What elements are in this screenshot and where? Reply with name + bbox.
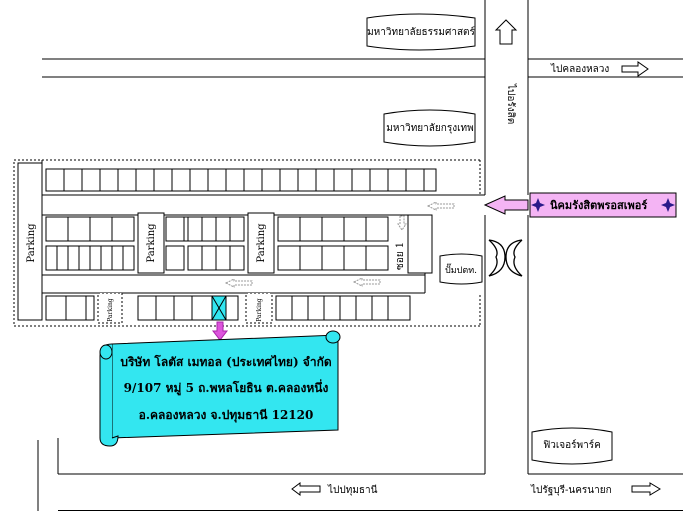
building-block-2 <box>165 216 245 271</box>
star-icon-left <box>531 198 545 212</box>
building-block-1 <box>45 216 135 271</box>
building-block-3 <box>277 216 389 271</box>
company-address-line-3: อ.คลองหลวง จ.ปทุมธานี 12120 <box>139 408 314 423</box>
company-pointer-icon <box>211 321 229 341</box>
building-row-bottom <box>45 295 411 321</box>
building-row-top <box>45 168 437 192</box>
to-rangsit-nakhon-label: ไปรัฐบุรี-นครนายก <box>530 484 612 496</box>
lane-arrows <box>224 201 455 288</box>
future-park-label: ฟิวเจอร์พาร์ค <box>543 439 601 451</box>
to-rangsit-label: ไปอรังสิต <box>505 83 517 124</box>
soi-1-label: ซอย 1 <box>395 242 406 270</box>
roundabout-icon <box>488 239 523 277</box>
nikhom-arrow-icon <box>483 195 529 215</box>
parking-label-block-4: Parking <box>107 298 114 322</box>
company-unit-mark-2 <box>211 295 227 321</box>
parking-label-block-3: Parking <box>256 223 267 263</box>
banner-bangkok <box>383 109 476 147</box>
arrow-right-icon-top <box>621 61 649 77</box>
future-park-banner <box>531 427 613 465</box>
gas-station-banner <box>439 253 483 285</box>
parking-block-3 <box>247 212 275 274</box>
parking-label-left: Parking <box>26 223 37 263</box>
gas-station-label: ปั๊มปตท. <box>445 263 477 276</box>
parking-left-strip <box>17 162 43 321</box>
star-icon-right <box>661 198 675 212</box>
uni-bangkok-label: มหาวิทยาลัยกรุงเทพ <box>386 123 473 134</box>
nikhom-box <box>529 192 677 218</box>
parking-label-block-2: Parking <box>146 223 157 263</box>
company-name-line: บริษัท โลตัส เมทอล (ประเทศไทย) จำกัด <box>120 354 331 369</box>
arrow-left-icon-bottom <box>291 482 321 496</box>
arrow-up-icon <box>494 19 518 45</box>
soi-1-block <box>407 214 433 274</box>
parking-block-2 <box>137 212 165 274</box>
roads <box>37 0 683 511</box>
company-scroll <box>99 330 341 447</box>
parking-label-block-5: Parking <box>256 298 263 322</box>
parking-block-4 <box>97 292 123 324</box>
property-boundary <box>13 159 481 327</box>
to-khlong-luang-label: ไปคลองหลวง <box>550 63 609 75</box>
parking-block-5 <box>245 292 273 324</box>
arrow-right-icon-bottom <box>631 482 661 496</box>
banner-thammasat <box>366 13 476 51</box>
company-address-line-2: 9/107 หมู่ 5 ถ.พหลโยธิน ต.คลองหนึ่ง <box>124 379 329 396</box>
uni-thammasat-label: มหาวิทยาลัยธรรมศาสตร์ <box>367 26 475 38</box>
nikhom-label: นิคมรังสิตพรอสเพอร์ <box>550 199 647 212</box>
to-pathum-label: ไปปทุมธานี <box>327 484 378 496</box>
